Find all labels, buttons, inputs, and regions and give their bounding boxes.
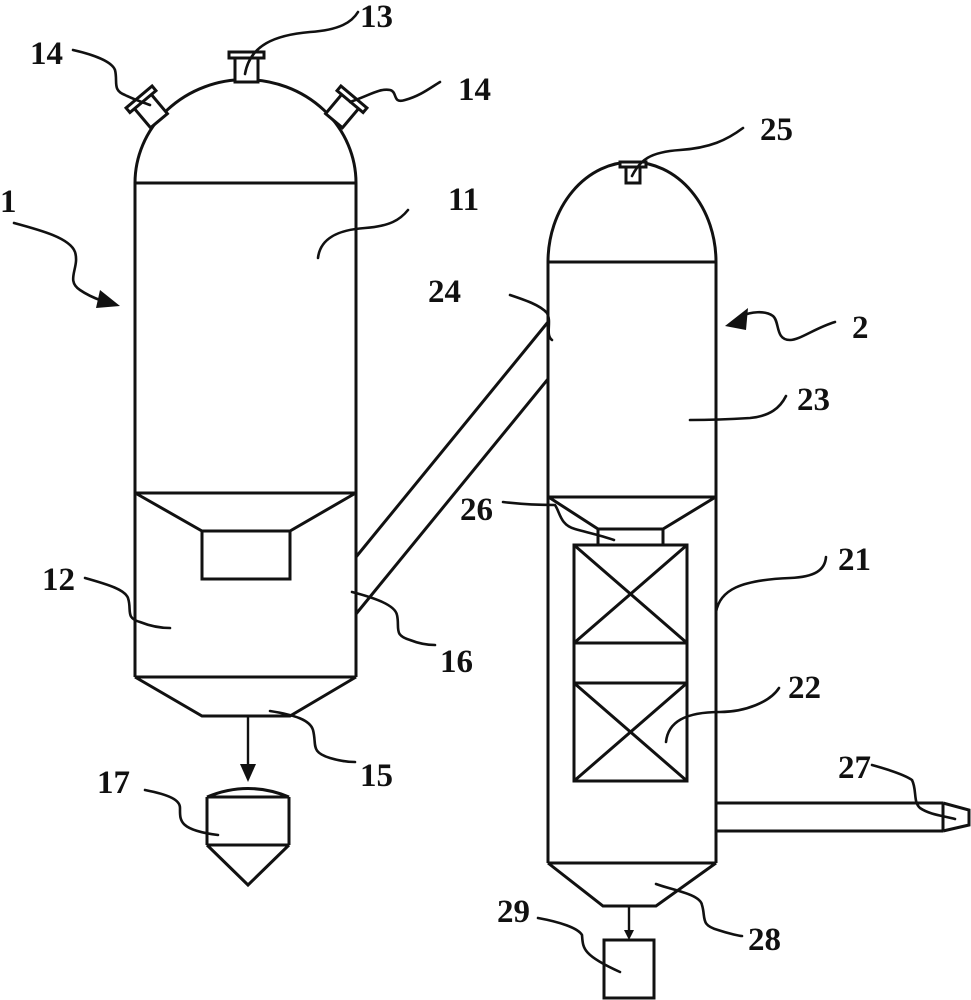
- label-17: 17: [97, 765, 130, 801]
- label-29: 29: [497, 894, 530, 930]
- vessel-1-funnel: [136, 492, 355, 533]
- label-1: 1: [0, 184, 17, 220]
- side-outlet-pipe-27: [716, 801, 971, 833]
- distributor-26: [549, 496, 715, 531]
- vessel-1: [123, 50, 370, 782]
- vessel-1-funnel-box: [200, 529, 292, 581]
- leader-lines: [12, 10, 957, 974]
- label-23: 23: [797, 382, 830, 418]
- leader-27: [870, 763, 957, 821]
- leader-21: [714, 555, 828, 614]
- leader-14-right: [348, 80, 442, 104]
- label-21: 21: [838, 542, 871, 578]
- label-2: 2: [852, 310, 869, 346]
- leader-28: [654, 882, 744, 938]
- leader-23: [688, 394, 788, 422]
- label-22: 22: [788, 670, 821, 706]
- label-12: 12: [42, 562, 75, 598]
- leader-14-left: [71, 48, 152, 107]
- label-28: 28: [748, 922, 781, 958]
- leader-16: [350, 590, 437, 647]
- packed-bed-upper: [572, 543, 689, 645]
- reference-labels: 13 14 14 1 11 25 24 2 23 26 21 12 16 22 …: [0, 0, 871, 958]
- top-nozzle-25-flange: [618, 160, 648, 169]
- discharge-arrow-2: [624, 930, 634, 940]
- leader-25: [630, 126, 745, 178]
- vessel-2-cone-bottom: [547, 861, 717, 908]
- label-11: 11: [448, 182, 479, 218]
- leader-17: [143, 788, 220, 837]
- collector-29: [602, 938, 656, 1000]
- bed-gap: [572, 641, 689, 685]
- vessel-2: [546, 160, 971, 940]
- leader-1-arrowhead: [96, 290, 120, 308]
- label-27: 27: [838, 750, 871, 786]
- leader-2: [740, 310, 837, 342]
- leader-11: [316, 208, 410, 260]
- label-26: 26: [460, 492, 493, 528]
- label-15: 15: [360, 758, 393, 794]
- collector-17: [205, 787, 291, 888]
- leader-15: [268, 709, 357, 764]
- leader-2-arrowhead: [725, 308, 748, 330]
- label-14-left: 14: [30, 36, 63, 72]
- leader-1: [12, 221, 107, 304]
- packed-bed-lower: [572, 681, 689, 783]
- connecting-pipe: [354, 321, 550, 615]
- top-nozzle-13-flange: [227, 50, 266, 60]
- vessel-1-dome: [133, 78, 358, 184]
- side-nozzle-14-right: [323, 83, 370, 130]
- discharge-arrow-1: [240, 764, 256, 782]
- leader-12: [83, 576, 172, 630]
- label-25: 25: [760, 112, 793, 148]
- leader-26: [501, 500, 616, 542]
- label-14-right: 14: [458, 72, 491, 108]
- leader-22: [664, 686, 781, 744]
- leader-24: [508, 293, 554, 342]
- leader-13: [243, 10, 360, 76]
- side-nozzle-14-left: [123, 83, 170, 130]
- vessel-1-cone-bottom: [134, 675, 357, 718]
- leader-29: [536, 916, 622, 974]
- label-16: 16: [440, 644, 473, 680]
- label-24: 24: [428, 274, 461, 310]
- label-13: 13: [360, 0, 393, 35]
